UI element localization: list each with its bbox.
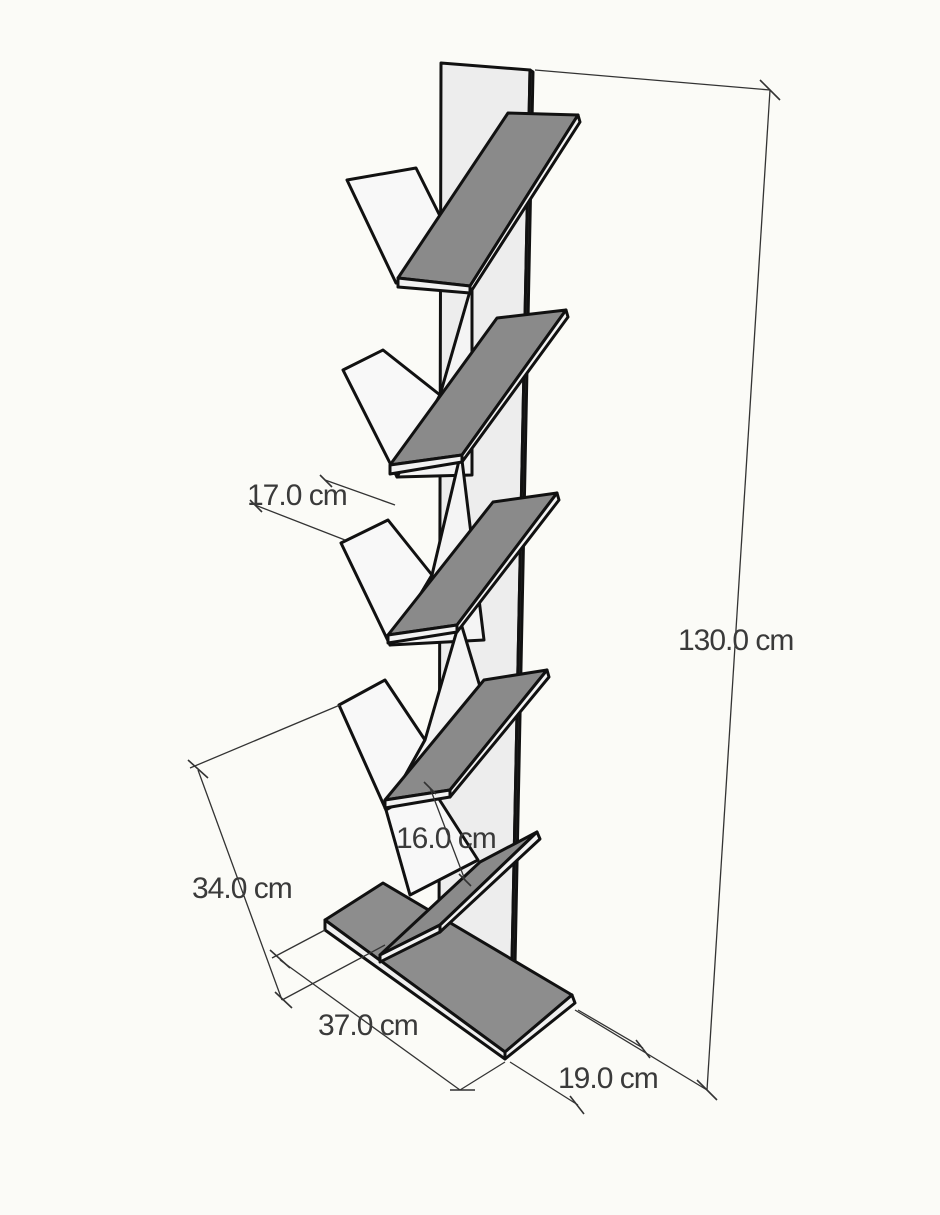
shelf-spacing-label: 16.0 cm — [396, 822, 496, 855]
height-label: 130.0 cm — [678, 624, 793, 657]
shelf-2 — [388, 308, 570, 476]
shelf-gap-label: 17.0 cm — [247, 479, 347, 512]
shelf-4 — [383, 668, 551, 810]
base-length-label: 37.0 cm — [318, 1009, 418, 1042]
shelf-3 — [386, 491, 561, 645]
shelf-1 — [396, 111, 582, 295]
depth-label: 34.0 cm — [192, 872, 292, 905]
base-width-label: 19.0 cm — [558, 1062, 658, 1095]
base-length-dimension: 37.0 cm — [269, 929, 506, 1091]
shelf-5 — [378, 830, 542, 964]
height-dimension: 130.0 cm — [534, 69, 794, 1101]
shelf-gap-dimension: 17.0 cm — [247, 474, 396, 541]
depth-dimension: 34.0 cm — [187, 704, 386, 1009]
base-width-dimension: 19.0 cm — [509, 1009, 659, 1115]
base-plate — [323, 881, 577, 1061]
shelf-spacing-dimension: 16.0 cm — [396, 781, 497, 887]
